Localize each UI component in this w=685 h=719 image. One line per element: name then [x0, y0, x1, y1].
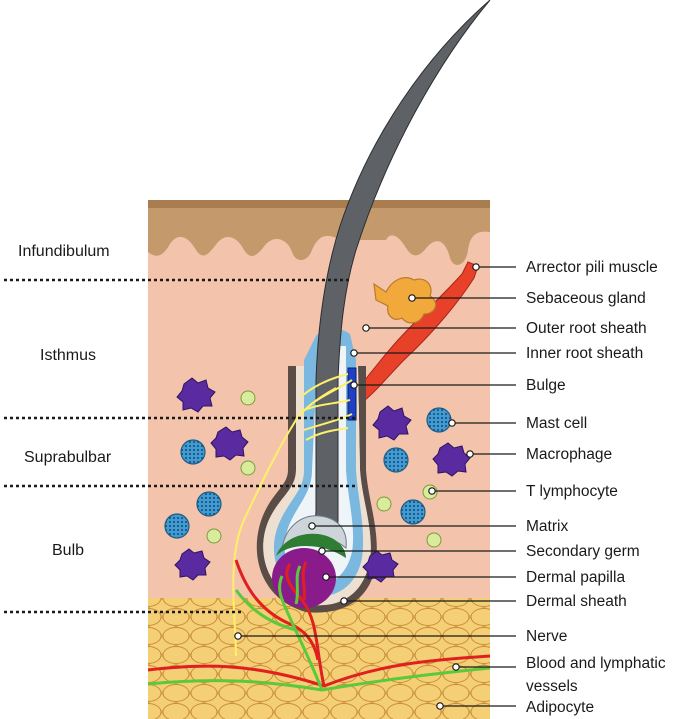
macrophage-cell: [174, 548, 211, 581]
t-lymphocyte-cell: [206, 528, 222, 544]
zone-labels: Infundibulum Isthmus Suprabulbar Bulb: [18, 243, 112, 559]
macrophage-cell: [432, 442, 471, 477]
label-inner-root-sheath: Inner root sheath: [526, 345, 643, 362]
label-t-lymphocyte: T lymphocyte: [526, 483, 618, 500]
label-nerve: Nerve: [526, 628, 567, 645]
zone-dividers: [4, 278, 356, 614]
blood-vessels: [147, 559, 491, 688]
label-adipocyte: Adipocyte: [526, 699, 594, 716]
mast-cell: [400, 499, 426, 525]
macrophage-cell: [210, 426, 249, 461]
label-dermal-sheath: Dermal sheath: [526, 593, 627, 610]
sebaceous-gland: [373, 277, 437, 324]
dermal-sheath: [256, 366, 377, 613]
label-bulge: Bulge: [526, 377, 566, 394]
zone-label-bulb: Bulb: [52, 542, 84, 559]
t-lymphocytes: [206, 390, 442, 548]
structure-labels: Arrector pili muscle Sebaceous gland Out…: [526, 259, 666, 716]
stratum-corneum: [148, 200, 490, 208]
mast-cell: [426, 407, 452, 433]
label-outer-root-sheath: Outer root sheath: [526, 320, 647, 337]
label-sebaceous-gland: Sebaceous gland: [526, 290, 646, 307]
t-lymphocyte-cell: [376, 496, 392, 512]
label-blood-lymphatic-vessels-line2: vessels: [526, 678, 578, 695]
zone-label-suprabulbar: Suprabulbar: [24, 449, 112, 466]
zone-label-infundibulum: Infundibulum: [18, 243, 110, 260]
mast-cell: [164, 513, 190, 539]
t-lymphocyte-cell: [426, 532, 442, 548]
label-secondary-germ: Secondary germ: [526, 543, 640, 560]
lymphatic-vessels: [147, 565, 491, 692]
t-lymphocyte-cell: [240, 390, 256, 406]
leader-dots: [234, 263, 480, 710]
label-macrophage: Macrophage: [526, 446, 612, 463]
zone-label-isthmus: Isthmus: [40, 347, 96, 364]
mast-cell: [180, 439, 206, 465]
label-mast-cell: Mast cell: [526, 415, 587, 432]
label-matrix: Matrix: [526, 518, 568, 535]
leader-lines: [238, 266, 516, 707]
mast-cell: [383, 447, 409, 473]
bulge: [347, 367, 357, 421]
secondary-germ: [276, 533, 346, 558]
t-lymphocyte-cell: [240, 460, 256, 476]
epidermis: [148, 200, 490, 265]
label-blood-lymphatic-vessels: Blood and lymphatic: [526, 655, 666, 672]
mast-cells: [164, 407, 452, 539]
label-arrector-pili-muscle: Arrector pili muscle: [526, 259, 658, 276]
label-dermal-papilla: Dermal papilla: [526, 569, 625, 586]
macrophage-cell: [176, 377, 216, 413]
mast-cell: [196, 491, 222, 517]
macrophage-cell: [372, 405, 412, 441]
macrophages: [174, 377, 471, 583]
